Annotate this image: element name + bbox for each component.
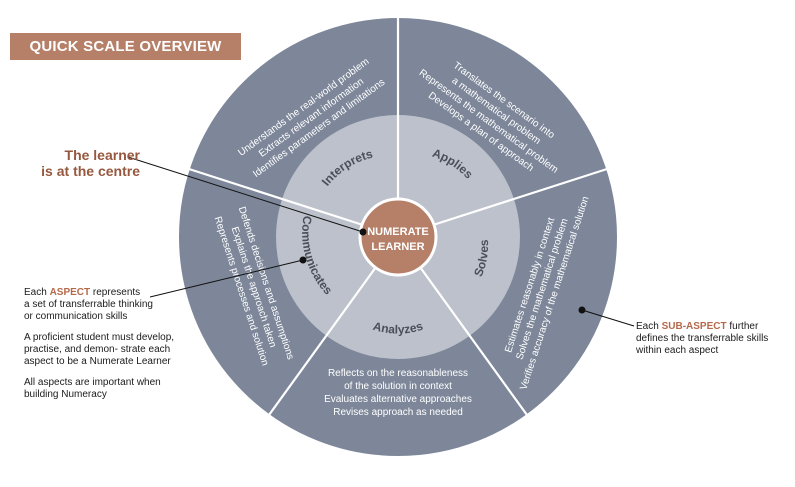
sub-aspect-leader-line [581,309,635,327]
sub-aspect-item: Evaluates alternative approaches [324,394,472,405]
aspect-leader-line [149,259,304,298]
divider-left [187,167,365,227]
aspect-keyword: ASPECT [49,287,91,298]
sub-aspect-item: of the solution in context [344,381,452,392]
center-label-line1: NUMERATE [367,226,429,238]
aspect-label-analyzes: Analyzes [372,319,425,337]
sub-aspect-keyword: SUB-ASPECT [661,321,727,332]
sub-aspect-item: Revises approach as needed [333,407,463,418]
divider-right [431,167,609,227]
sector-dividers [187,15,609,417]
sub-aspect-item: Reflects on the reasonableness [328,368,468,379]
aspect-callout-paragraph-1: Each ASPECT represents a set of transfer… [24,287,153,322]
divider-bottom-right [418,265,529,417]
aspect-leader-dot [299,256,307,264]
center-label-line2: LEARNER [371,241,424,253]
page-title: QUICK SCALE OVERVIEW [10,33,241,60]
center-circle [358,197,438,277]
sub-aspect-callout: Each SUB-ASPECT further defines the tran… [636,321,769,356]
aspect-callout-paragraph-3: All aspects are important when building … [24,377,161,400]
learner-callout: The learner is at the centre [16,147,140,179]
learner-callout-line2: is at the centre [41,163,140,179]
aspect-callout-paragraph-2: A proficient student must develop, pract… [24,332,175,367]
learner-leader-dot [359,228,367,236]
sub-aspects-analyzes: Reflects on the reasonableness of the so… [324,368,472,418]
learner-callout-line1: The learner [64,147,140,163]
learner-leader-line [127,156,364,233]
divider-bottom-left [267,265,378,417]
sub-aspect-leader-dot [578,306,586,314]
aspect-callout: Each ASPECT represents a set of transfer… [24,287,214,410]
